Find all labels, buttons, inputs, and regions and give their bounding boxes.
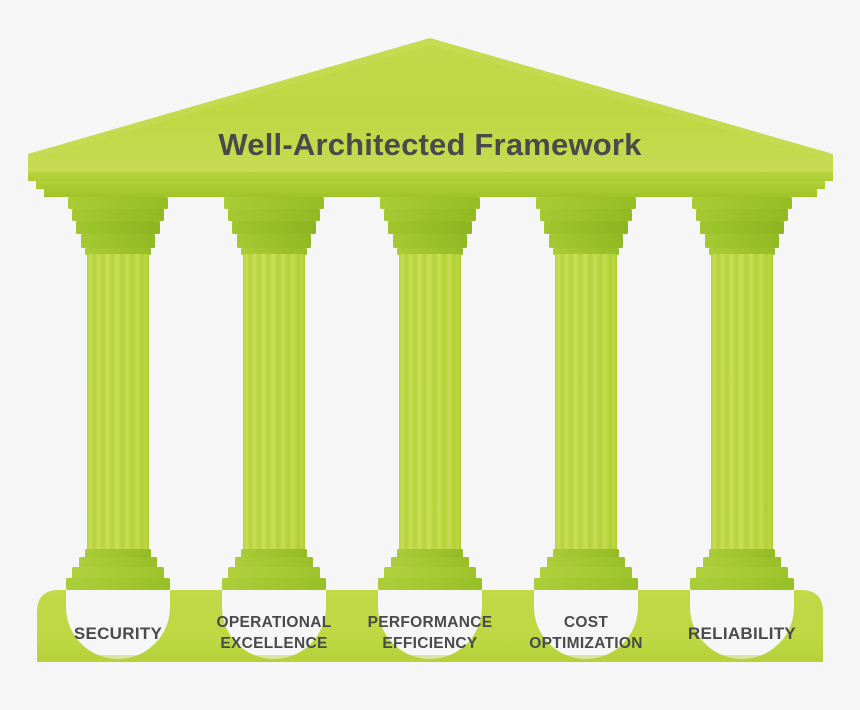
- pillar-labels: SECURITY OPERATIONAL EXCELLENCE PERFORMA…: [74, 614, 796, 652]
- pillar-label-security: SECURITY: [74, 624, 163, 643]
- pillar-label-operational-excellence: OPERATIONAL EXCELLENCE: [217, 614, 332, 652]
- pillar-label-cost-optimization-line-1: COST: [564, 614, 608, 631]
- stylobate-shadow-strip: [37, 655, 823, 662]
- column-security: [66, 197, 170, 590]
- entablature-band-2: [36, 181, 825, 189]
- pediment: Well-Architected Framework: [28, 38, 833, 172]
- pillar-label-performance-efficiency-line-2: EFFICIENCY: [382, 635, 478, 652]
- pillar-label-security-line-1: SECURITY: [74, 624, 163, 643]
- pillar-label-reliability: RELIABILITY: [688, 624, 796, 643]
- column-reliability: [690, 197, 794, 590]
- pillar-label-performance-efficiency-line-1: PERFORMANCE: [368, 614, 493, 631]
- entablature-band-1: [28, 172, 833, 181]
- pillar-label-operational-excellence-line-1: OPERATIONAL: [217, 614, 332, 631]
- column-cost-optimization: [534, 197, 638, 590]
- stylobate-shape: [37, 590, 823, 662]
- columns-group: [66, 197, 794, 590]
- entablature: [28, 172, 833, 198]
- column-performance-efficiency: [378, 197, 482, 590]
- page-title: Well-Architected Framework: [218, 127, 642, 162]
- stylobate: [37, 590, 823, 662]
- pediment-shape: [28, 38, 833, 172]
- pillar-label-performance-efficiency: PERFORMANCE EFFICIENCY: [368, 614, 493, 652]
- entablature-band-3: [44, 189, 817, 197]
- column-operational-excellence: [222, 197, 326, 590]
- pillar-label-cost-optimization: COST OPTIMIZATION: [529, 614, 643, 652]
- pillar-label-operational-excellence-line-2: EXCELLENCE: [220, 635, 327, 652]
- pillar-label-cost-optimization-line-2: OPTIMIZATION: [529, 635, 643, 652]
- pillar-label-reliability-line-1: RELIABILITY: [688, 624, 796, 643]
